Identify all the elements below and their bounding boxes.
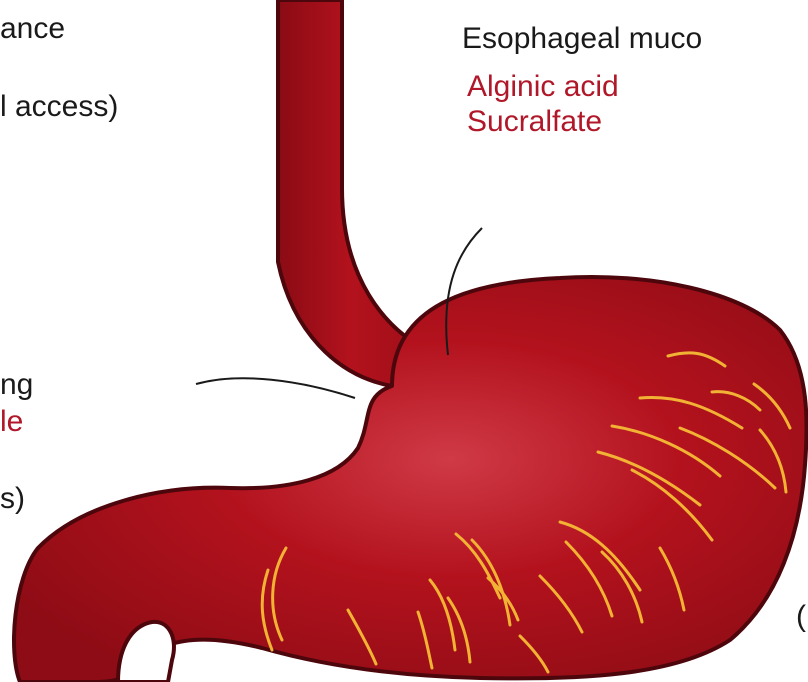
stomach-body	[14, 277, 807, 682]
leader-line-sphincter	[196, 378, 355, 398]
